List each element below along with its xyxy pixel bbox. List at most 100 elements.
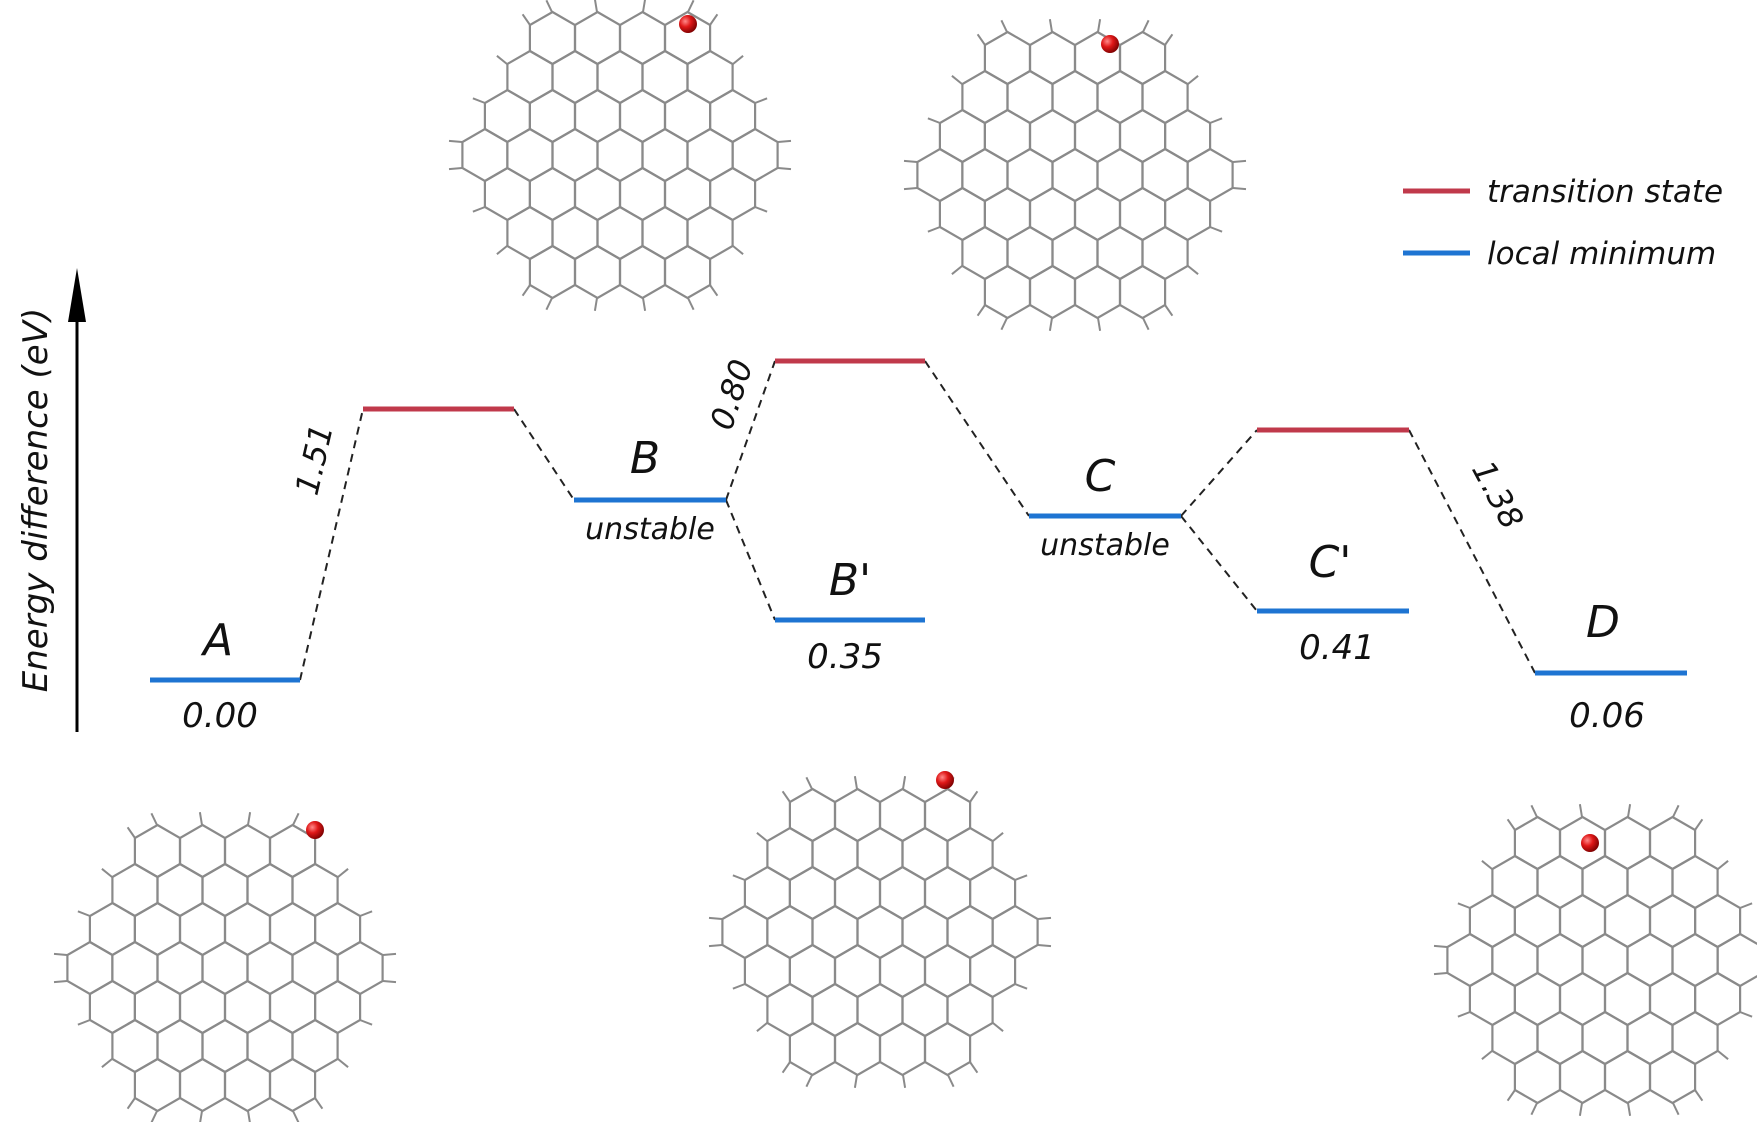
legend: transition state local minimum <box>1403 174 1723 272</box>
hydrogen-bond <box>1142 19 1150 33</box>
carbon-ring <box>133 979 182 1035</box>
carbon-ring <box>461 127 509 183</box>
hydrogen-bond <box>292 812 300 826</box>
carbon-ring <box>1006 225 1054 281</box>
carbon-ring <box>901 904 949 960</box>
carbon-ring <box>178 1057 227 1113</box>
carbon-ring <box>573 10 622 66</box>
carbon-ring <box>961 69 1009 125</box>
carbon-ring <box>88 901 136 957</box>
carbon-ring <box>1073 264 1122 320</box>
hydrogen-bond <box>1694 1089 1704 1102</box>
carbon-ring <box>178 901 227 957</box>
hydrogen-bond <box>687 0 695 13</box>
structure-B-prime <box>708 771 1052 1088</box>
carbon-ring <box>788 787 837 843</box>
hydrogen-bond <box>709 13 719 26</box>
carbon-ring <box>1693 971 1742 1027</box>
carbon-ring <box>1603 815 1652 871</box>
carbon-ring <box>731 127 779 183</box>
hydrogen-bond <box>976 304 986 317</box>
carbon-ring <box>483 88 532 144</box>
barrier-value-BC: 0.80 <box>702 355 760 435</box>
carbon-ring <box>1648 971 1697 1027</box>
carbon-ring <box>1581 854 1629 910</box>
carbon-ring <box>246 1018 294 1074</box>
hydrogen-bond <box>1187 265 1199 275</box>
hydrogen-bond <box>853 1074 858 1088</box>
hydrogen-bond <box>521 13 531 26</box>
carbon-ring <box>788 1021 837 1077</box>
carbon-ring <box>1118 264 1167 320</box>
carbon-ring <box>1558 1049 1607 1105</box>
carbon-ring <box>506 49 554 105</box>
hydrogen-bond <box>708 944 723 948</box>
hydrogen-bond <box>1232 159 1247 163</box>
hydrogen-bond <box>1037 944 1052 948</box>
carbon-ring <box>201 940 249 996</box>
carbon-ring <box>1671 854 1719 910</box>
carbon-ring <box>878 865 927 921</box>
hydrogen-bond <box>1457 902 1471 909</box>
hydrogen-bond <box>732 55 744 65</box>
carbon-ring <box>1186 147 1234 203</box>
carbon-ring <box>833 787 882 843</box>
energy-levels <box>150 358 1687 683</box>
carbon-ring <box>1671 1010 1719 1066</box>
carbon-ring <box>983 108 1032 164</box>
carbon-ring <box>111 940 159 996</box>
hydrogen-bond <box>805 1074 813 1088</box>
hydrogen-bond <box>754 97 768 104</box>
barrier-value-CD: 1.38 <box>1464 454 1531 535</box>
carbon-ring <box>506 205 554 261</box>
carbon-ring <box>156 1018 204 1074</box>
hydrogen-bond <box>1187 75 1199 85</box>
hydrogen-bond <box>1506 818 1516 831</box>
hydrogen-bond <box>77 1019 91 1026</box>
carbon-ring <box>268 1057 317 1113</box>
carbon-ring <box>201 862 249 918</box>
hydrogen-bond <box>314 1097 324 1110</box>
carbon-ring <box>528 88 577 144</box>
carbon-ring <box>1028 186 1077 242</box>
carbon-ring <box>686 127 734 183</box>
carbon-ring <box>506 127 554 183</box>
hydrogen-bond <box>1048 317 1053 331</box>
hydrogen-bond <box>1164 304 1174 317</box>
carbon-ring <box>618 88 667 144</box>
carbon-ring <box>1513 971 1562 1027</box>
carbon-ring <box>596 127 644 183</box>
hydrogen-bond <box>337 1058 349 1068</box>
carbon-ring <box>268 901 317 957</box>
hydrogen-bond <box>732 245 744 255</box>
carbon-ring <box>923 865 972 921</box>
carbon-ring <box>901 826 949 882</box>
hydrogen-bond <box>1578 804 1583 818</box>
hydrogen-bond <box>496 55 508 65</box>
carbon-ring <box>528 244 577 300</box>
carbon-ring <box>1163 186 1212 242</box>
carbon-ring <box>178 823 227 879</box>
hydrogen-bond <box>1578 1102 1583 1116</box>
carbon-ring <box>983 186 1032 242</box>
hydrogen-bond <box>781 790 791 803</box>
hydrogen-bond <box>1014 874 1028 881</box>
hydrogen-bond <box>754 206 768 213</box>
carbon-ring <box>1536 932 1584 988</box>
carbon-ring <box>968 865 1017 921</box>
carbon-ring <box>223 1057 272 1113</box>
carbon-ring <box>1051 225 1099 281</box>
state-letter-C-prime: C' <box>1309 537 1352 588</box>
carbon-ring <box>1558 893 1607 949</box>
legend-local-minimum-label: local minimum <box>1487 236 1716 272</box>
carbon-ring <box>528 10 577 66</box>
hydrogen-bond <box>1481 1050 1493 1060</box>
carbon-ring <box>1096 69 1144 125</box>
carbon-ring <box>1626 854 1674 910</box>
state-letter-B-prime: B' <box>829 555 871 606</box>
carbon-ring <box>1096 147 1144 203</box>
carbon-ring <box>856 982 904 1038</box>
oxygen-atom-icon <box>679 15 697 33</box>
carbon-ring <box>721 904 769 960</box>
